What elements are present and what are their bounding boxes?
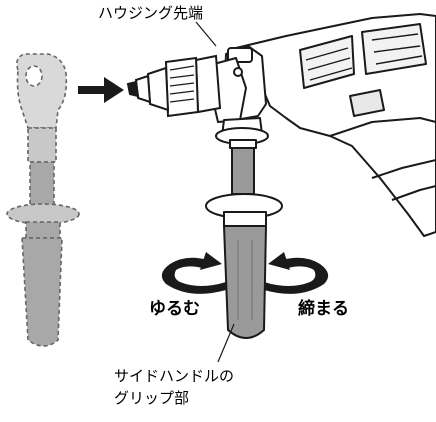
label-loosen: ゆるむ bbox=[149, 299, 200, 319]
drill-chuck bbox=[126, 54, 222, 118]
label-grip-line1: サイドハンドルの bbox=[114, 367, 235, 385]
leader-line-grip bbox=[217, 323, 235, 363]
detached-side-handle-ghost bbox=[6, 53, 80, 347]
leader-line-housing-tip bbox=[195, 21, 217, 47]
side-handle bbox=[205, 117, 283, 339]
label-grip-line2: グリップ部 bbox=[114, 389, 190, 407]
insert-arrow bbox=[78, 77, 124, 103]
label-tighten: 締まる bbox=[298, 299, 349, 319]
rotation-arrows bbox=[161, 252, 329, 294]
label-housing-tip: ハウジング先端 bbox=[98, 4, 204, 22]
